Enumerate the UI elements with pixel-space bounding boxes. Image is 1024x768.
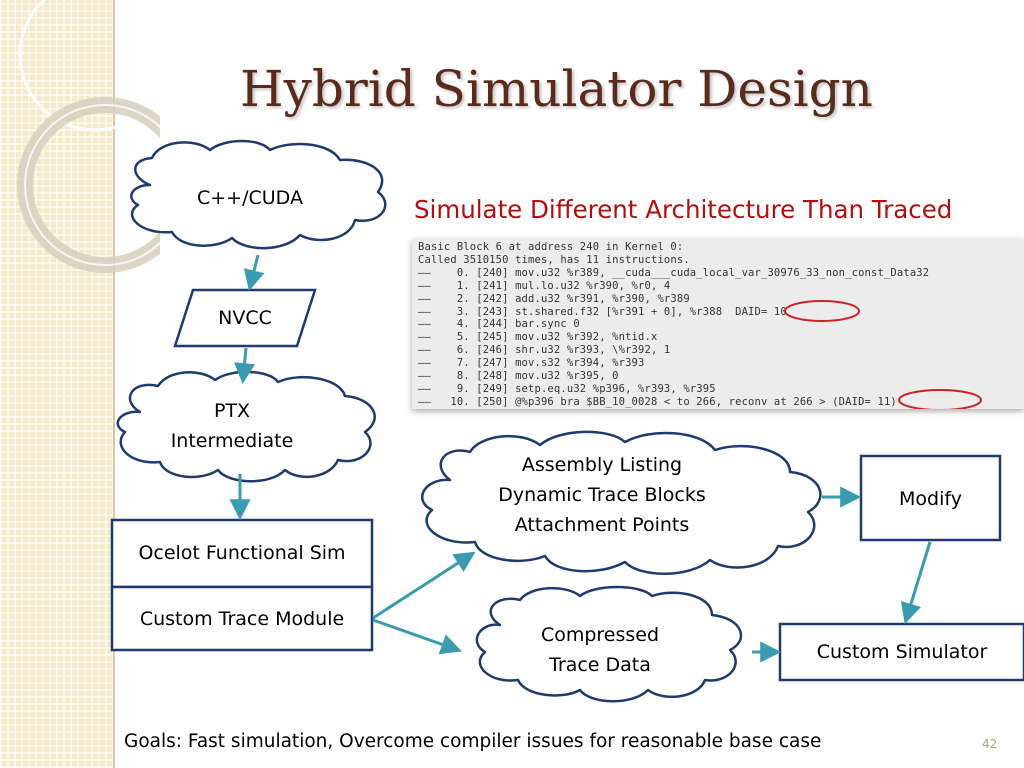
code-line: —— 0. [240] mov.u32 %r389, __cuda___cuda… [418, 266, 930, 279]
slide-subtitle: Simulate Different Architecture Than Tra… [414, 195, 953, 224]
ocelot-label: Ocelot Functional Sim [138, 542, 346, 564]
code-line: —— 3. [243] st.shared.f32 [%r391 + 0], %… [418, 305, 787, 318]
assembly-label-line: Attachment Points [514, 514, 690, 536]
nvcc-parallelogram [173, 288, 317, 348]
cloud-shape-ptx [116, 370, 376, 483]
cloud-shape-source [130, 139, 387, 250]
code-line: Called 3510150 times, has 11 instruction… [418, 253, 690, 266]
code-line: —— 1. [241] mul.lo.u32 %r390, %r0, 4 [418, 279, 671, 292]
custom-simulator-box [778, 622, 1024, 682]
compressed-label-line: Trace Data [549, 654, 651, 676]
footer-goals: Goals: Fast simulation, Overcome compile… [124, 731, 822, 752]
code-line: —— 9. [249] setp.eq.u32 %p396, %r393, %r… [418, 382, 716, 395]
sidebar-border [113, 0, 115, 768]
slide-number: 42 [982, 737, 998, 751]
cloud-shape-assembly [420, 430, 822, 575]
code-line: —— 4. [244] bar.sync 0 [418, 318, 580, 331]
trace-module-box [110, 585, 374, 652]
decorative-rings [17, 0, 160, 273]
daid-highlight-ellipse [898, 389, 982, 409]
code-line: —— 8. [248] mov.u32 %r395, 0 [418, 370, 619, 383]
code-listing-panel: Basic Block 6 at address 240 in Kernel 0… [412, 239, 1024, 409]
code-listing-lines: Basic Block 6 at address 240 in Kernel 0… [418, 241, 1024, 409]
daid-highlights [784, 300, 982, 409]
cloud-shape-compressed [475, 585, 743, 703]
daid-highlight-ellipse [784, 300, 860, 322]
code-line: —— 2. [242] add.u32 %r391, %r390, %r389 [418, 292, 690, 305]
compressed-label-line: Compressed [540, 624, 660, 646]
arrow-nvcc-to-ptx [234, 347, 256, 385]
ptx-label-line: PTX [213, 400, 251, 422]
code-line: Basic Block 6 at address 240 in Kernel 0… [418, 241, 684, 253]
arrow-trace-to-assembly [372, 551, 476, 620]
custom-simulator-label: Custom Simulator [816, 641, 988, 663]
arrow-source-to-nvcc [243, 254, 265, 292]
trace-module-label: Custom Trace Module [139, 608, 345, 630]
code-line: —— 6. [246] shr.u32 %r393, \%r392, 1 [418, 344, 671, 357]
nvcc-label: NVCC [218, 307, 272, 329]
code-line: —— 10. [250] @%p396 bra $BB_10_0028 < to… [418, 395, 897, 408]
assembly-label-line: Dynamic Trace Blocks [498, 484, 706, 506]
ocelot-box [110, 518, 374, 589]
arrow-modify-to-simulator [900, 541, 932, 625]
assembly-label: Assembly Listing Dynamic Trace Blocks At… [472, 450, 732, 540]
slide-title: Hybrid Simulator Design [240, 60, 873, 118]
assembly-label-line: Assembly Listing [521, 454, 683, 476]
modify-label: Modify [899, 488, 962, 510]
source-label: C++/CUDA [197, 187, 303, 209]
modify-box [859, 454, 1002, 542]
code-line: —— 5. [245] mov.u32 %r392, %ntid.x [418, 331, 658, 344]
compressed-label: Compressed Trace Data [520, 620, 680, 680]
ptx-label-line: Intermediate [170, 430, 294, 452]
code-line: —— 7. [247] mov.s32 %r394, %r393 [418, 357, 645, 370]
ptx-label: PTX Intermediate [142, 396, 322, 456]
arrow-trace-to-compressed [372, 618, 462, 655]
